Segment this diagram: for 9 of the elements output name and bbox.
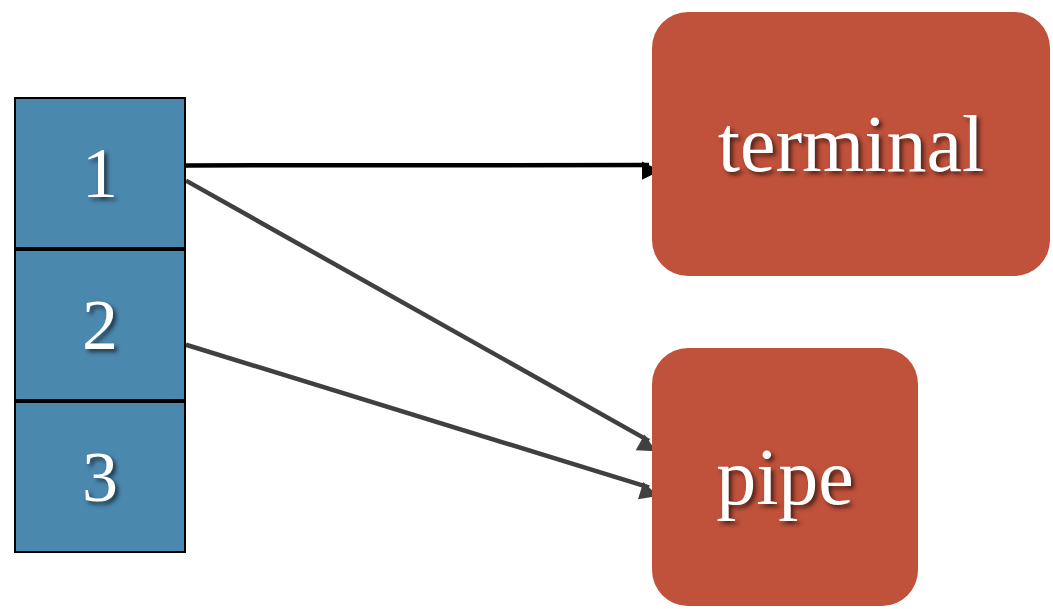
node-label: 3 bbox=[82, 441, 118, 513]
node-label: terminal bbox=[717, 104, 985, 184]
stack-cell bbox=[14, 401, 186, 553]
node-label: 1 bbox=[82, 137, 118, 209]
process-box bbox=[652, 12, 1050, 276]
node-label: 2 bbox=[82, 289, 118, 361]
stack-cell bbox=[14, 249, 186, 401]
stack-cell bbox=[14, 97, 186, 249]
process-box bbox=[652, 348, 918, 606]
